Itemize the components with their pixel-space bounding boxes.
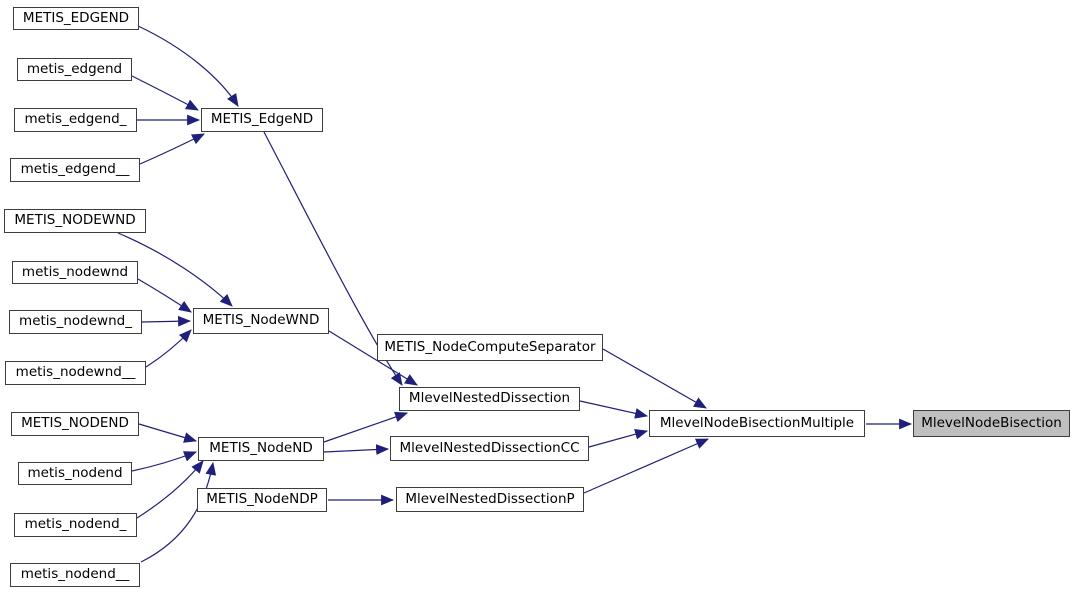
edge-metis_nodewnd-to-METIS_NodeWND <box>137 278 192 313</box>
edge-METIS_EDGEND-to-METIS_EdgeND <box>137 25 239 107</box>
graph-node-METIS_NODEND[interactable]: METIS_NODEND <box>11 412 139 436</box>
graph-node-metis_nodewnd[interactable]: metis_nodewnd <box>12 261 138 284</box>
graph-node-METIS_EDGEND[interactable]: METIS_EDGEND <box>13 7 139 30</box>
graph-node-METIS_NodeND[interactable]: METIS_NodeND <box>198 437 324 461</box>
edge-MlevelNestedDissection-to-MlevelNodeBisectionMultiple <box>579 400 649 419</box>
edge-METIS_NodeComputeSeparator-to-MlevelNodeBisectionMultiple <box>602 348 707 409</box>
graph-node-metis_nodend[interactable]: metis_nodend <box>18 462 132 485</box>
graph-node-metis_nodend__[interactable]: metis_nodend__ <box>10 563 140 587</box>
graph-node-MlevelNodeBisection: MlevelNodeBisection <box>913 410 1070 437</box>
edge-METIS_NodeND-to-MlevelNestedDissectionCC <box>323 444 390 455</box>
graph-node-MlevelNestedDissection[interactable]: MlevelNestedDissection <box>399 387 580 411</box>
edge-METIS_NodeWND-to-MlevelNestedDissection <box>328 330 418 386</box>
graph-node-MlevelNestedDissectionP[interactable]: MlevelNestedDissectionP <box>396 487 584 512</box>
edge-metis_nodend-to-METIS_NodeND <box>131 451 198 472</box>
graph-node-metis_nodend_[interactable]: metis_nodend_ <box>14 513 137 537</box>
graph-node-MlevelNestedDissectionCC[interactable]: MlevelNestedDissectionCC <box>390 436 589 461</box>
graph-node-MlevelNodeBisectionMultiple[interactable]: MlevelNodeBisectionMultiple <box>649 410 865 437</box>
graph-node-METIS_NodeComputeSeparator[interactable]: METIS_NodeComputeSeparator <box>377 334 603 361</box>
graph-node-METIS_NodeWND[interactable]: METIS_NodeWND <box>193 308 329 334</box>
graph-node-metis_edgend__[interactable]: metis_edgend__ <box>10 158 140 182</box>
graph-node-metis_nodewnd__[interactable]: metis_nodewnd__ <box>5 361 146 385</box>
edge-METIS_NodeND-to-MlevelNestedDissection <box>323 411 409 443</box>
graph-node-METIS_NodeNDP[interactable]: METIS_NodeNDP <box>197 488 327 512</box>
graph-node-metis_edgend[interactable]: metis_edgend <box>17 58 132 81</box>
graph-node-METIS_NODEWND[interactable]: METIS_NODEWND <box>4 209 146 233</box>
edge-metis_edgend__-to-METIS_EdgeND <box>139 133 205 165</box>
edge-metis_nodend__-to-METIS_NodeND <box>140 461 217 563</box>
edge-MlevelNestedDissectionP-to-MlevelNodeBisectionMultiple <box>583 438 709 494</box>
edge-METIS_NODEWND-to-METIS_NodeWND <box>117 232 233 307</box>
edge-metis_nodewnd__-to-METIS_NodeWND <box>145 329 192 368</box>
edge-metis_nodewnd_-to-METIS_NodeWND <box>141 315 192 327</box>
graph-node-metis_edgend_[interactable]: metis_edgend_ <box>14 108 137 132</box>
edge-metis_nodend_-to-METIS_NodeND <box>136 460 204 519</box>
edges <box>117 25 913 563</box>
edge-metis_edgend-to-METIS_EdgeND <box>131 75 199 111</box>
graph-node-METIS_EdgeND[interactable]: METIS_EdgeND <box>201 108 323 132</box>
graph-node-metis_nodewnd_[interactable]: metis_nodewnd_ <box>9 310 142 334</box>
edge-METIS_NODEND-to-METIS_NodeND <box>138 423 198 443</box>
edge-MlevelNestedDissectionCC-to-MlevelNodeBisectionMultiple <box>588 428 649 448</box>
edge-METIS_EdgeND-to-MlevelNestedDissection <box>263 131 403 386</box>
